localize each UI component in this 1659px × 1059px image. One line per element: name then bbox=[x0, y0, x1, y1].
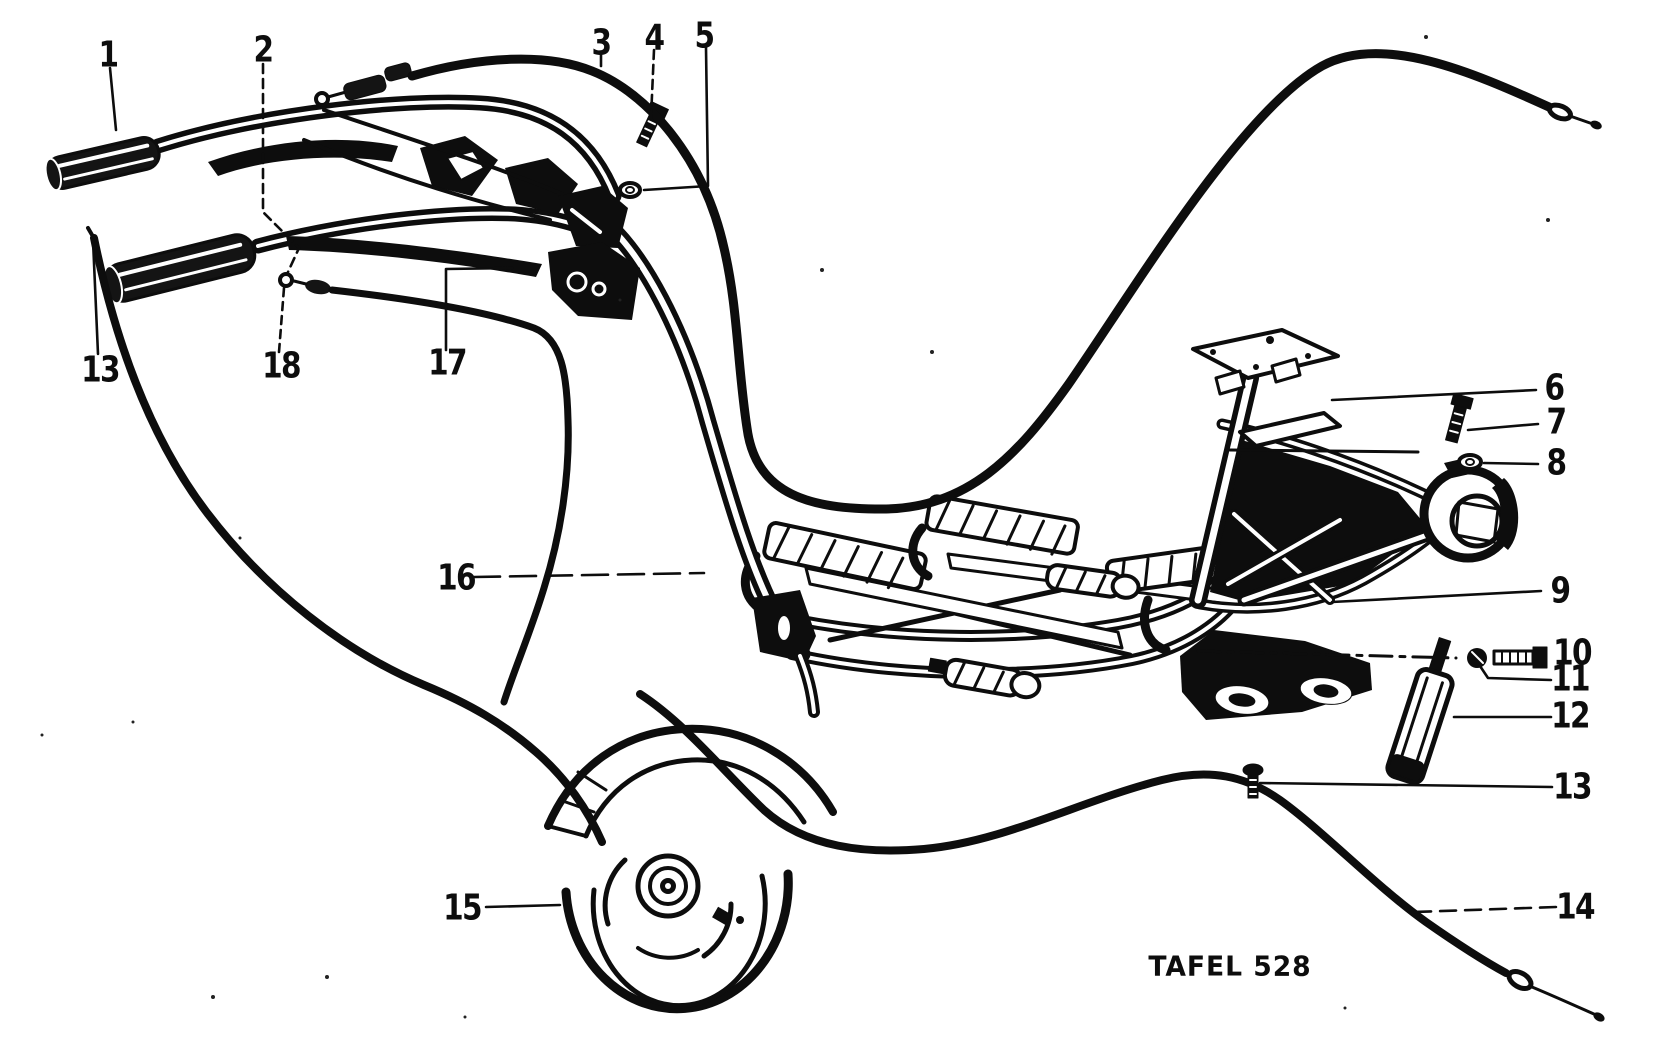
cable-end-nipple-top-right bbox=[1547, 102, 1573, 122]
bolt-13-right bbox=[1242, 763, 1264, 799]
footrest-pedal-front bbox=[927, 657, 1042, 700]
tire-outline bbox=[561, 869, 793, 1014]
front-wheel bbox=[561, 853, 793, 1014]
leader-13-left bbox=[91, 238, 100, 356]
steering-column bbox=[593, 100, 820, 718]
leader-4 bbox=[649, 48, 656, 120]
callout-label-14: 14 bbox=[1556, 886, 1595, 928]
cable-nipple-upper bbox=[314, 91, 330, 107]
front-brake-cable bbox=[407, 49, 1554, 514]
callout-label-2: 2 bbox=[253, 29, 275, 71]
cables bbox=[86, 49, 1605, 1022]
leader-2 bbox=[261, 62, 301, 274]
leader-15 bbox=[484, 903, 562, 909]
footrest-bars bbox=[740, 494, 1221, 700]
leader-18 bbox=[277, 286, 286, 354]
leader-14 bbox=[1412, 905, 1558, 914]
callout-label-17: 17 bbox=[428, 342, 467, 384]
rubber-buffer-12 bbox=[1385, 637, 1455, 785]
handlebar-grip-upper bbox=[44, 136, 161, 192]
callout-label-11: 11 bbox=[1551, 658, 1590, 700]
steering-head-lug bbox=[558, 186, 628, 248]
callout-label-6: 6 bbox=[1544, 367, 1566, 409]
brake-lever-lower bbox=[286, 236, 542, 277]
callout-label-7: 7 bbox=[1546, 401, 1568, 443]
footrest-pedal-rear bbox=[1044, 563, 1141, 600]
callout-label-1: 1 bbox=[98, 34, 120, 76]
leader-8 bbox=[1482, 461, 1540, 466]
callout-label-8: 8 bbox=[1546, 442, 1568, 484]
callout-label-13-left: 13 bbox=[81, 349, 120, 391]
handlebar-grip-lower bbox=[103, 233, 257, 305]
bolt-7 bbox=[1445, 392, 1474, 444]
callout-label-9: 9 bbox=[1550, 570, 1572, 612]
leader-16 bbox=[472, 571, 706, 579]
footrest-bar-front bbox=[762, 521, 928, 591]
leader-9 bbox=[1330, 589, 1543, 604]
leader-13-right bbox=[1258, 781, 1554, 789]
callout-label-16: 16 bbox=[437, 557, 476, 599]
callout-label-10: 10 bbox=[1553, 632, 1592, 674]
alignment-line-10 bbox=[1196, 649, 1458, 660]
leader-5 bbox=[642, 46, 710, 192]
leader-6 bbox=[1330, 388, 1538, 402]
leader-lines bbox=[91, 46, 1558, 914]
leader-17 bbox=[444, 266, 514, 352]
rear-frame bbox=[1189, 328, 1458, 614]
handlebar-assembly bbox=[44, 94, 640, 320]
floor-frame bbox=[786, 552, 1245, 680]
left-control-cable bbox=[90, 234, 606, 846]
callout-label-12: 12 bbox=[1551, 695, 1590, 737]
plate-title: TAFEL 528 bbox=[1148, 949, 1312, 983]
engine-mount-bracket bbox=[1180, 630, 1372, 720]
cable-nipple-18 bbox=[278, 272, 294, 288]
leader-7 bbox=[1466, 422, 1540, 432]
inner-cable-18 bbox=[328, 286, 572, 706]
leader-11 bbox=[1478, 664, 1553, 682]
leader-1 bbox=[108, 66, 118, 132]
callout-label-13-right: 13 bbox=[1553, 766, 1592, 808]
callout-label-5: 5 bbox=[694, 15, 716, 57]
callout-label-18: 18 bbox=[262, 345, 301, 387]
clamp-washer bbox=[618, 181, 642, 199]
brake-lever-upper bbox=[208, 139, 398, 176]
seat-bracket-strip bbox=[1238, 411, 1342, 448]
hardware bbox=[1196, 392, 1548, 799]
rear-bushing-housing bbox=[1419, 457, 1519, 563]
bolt-10 bbox=[1492, 646, 1548, 669]
washer-8 bbox=[1457, 453, 1483, 471]
rear-brake-cable bbox=[636, 690, 1510, 977]
footrest-bar-middle bbox=[924, 494, 1080, 556]
callout-label-4: 4 bbox=[644, 17, 666, 59]
cable-end-nipple-bottom-right bbox=[1506, 968, 1534, 992]
seat-mount-plate bbox=[1191, 328, 1340, 380]
callout-label-3: 3 bbox=[591, 22, 613, 64]
scan-specks bbox=[40, 35, 1550, 1019]
callout-label-15: 15 bbox=[443, 887, 482, 929]
